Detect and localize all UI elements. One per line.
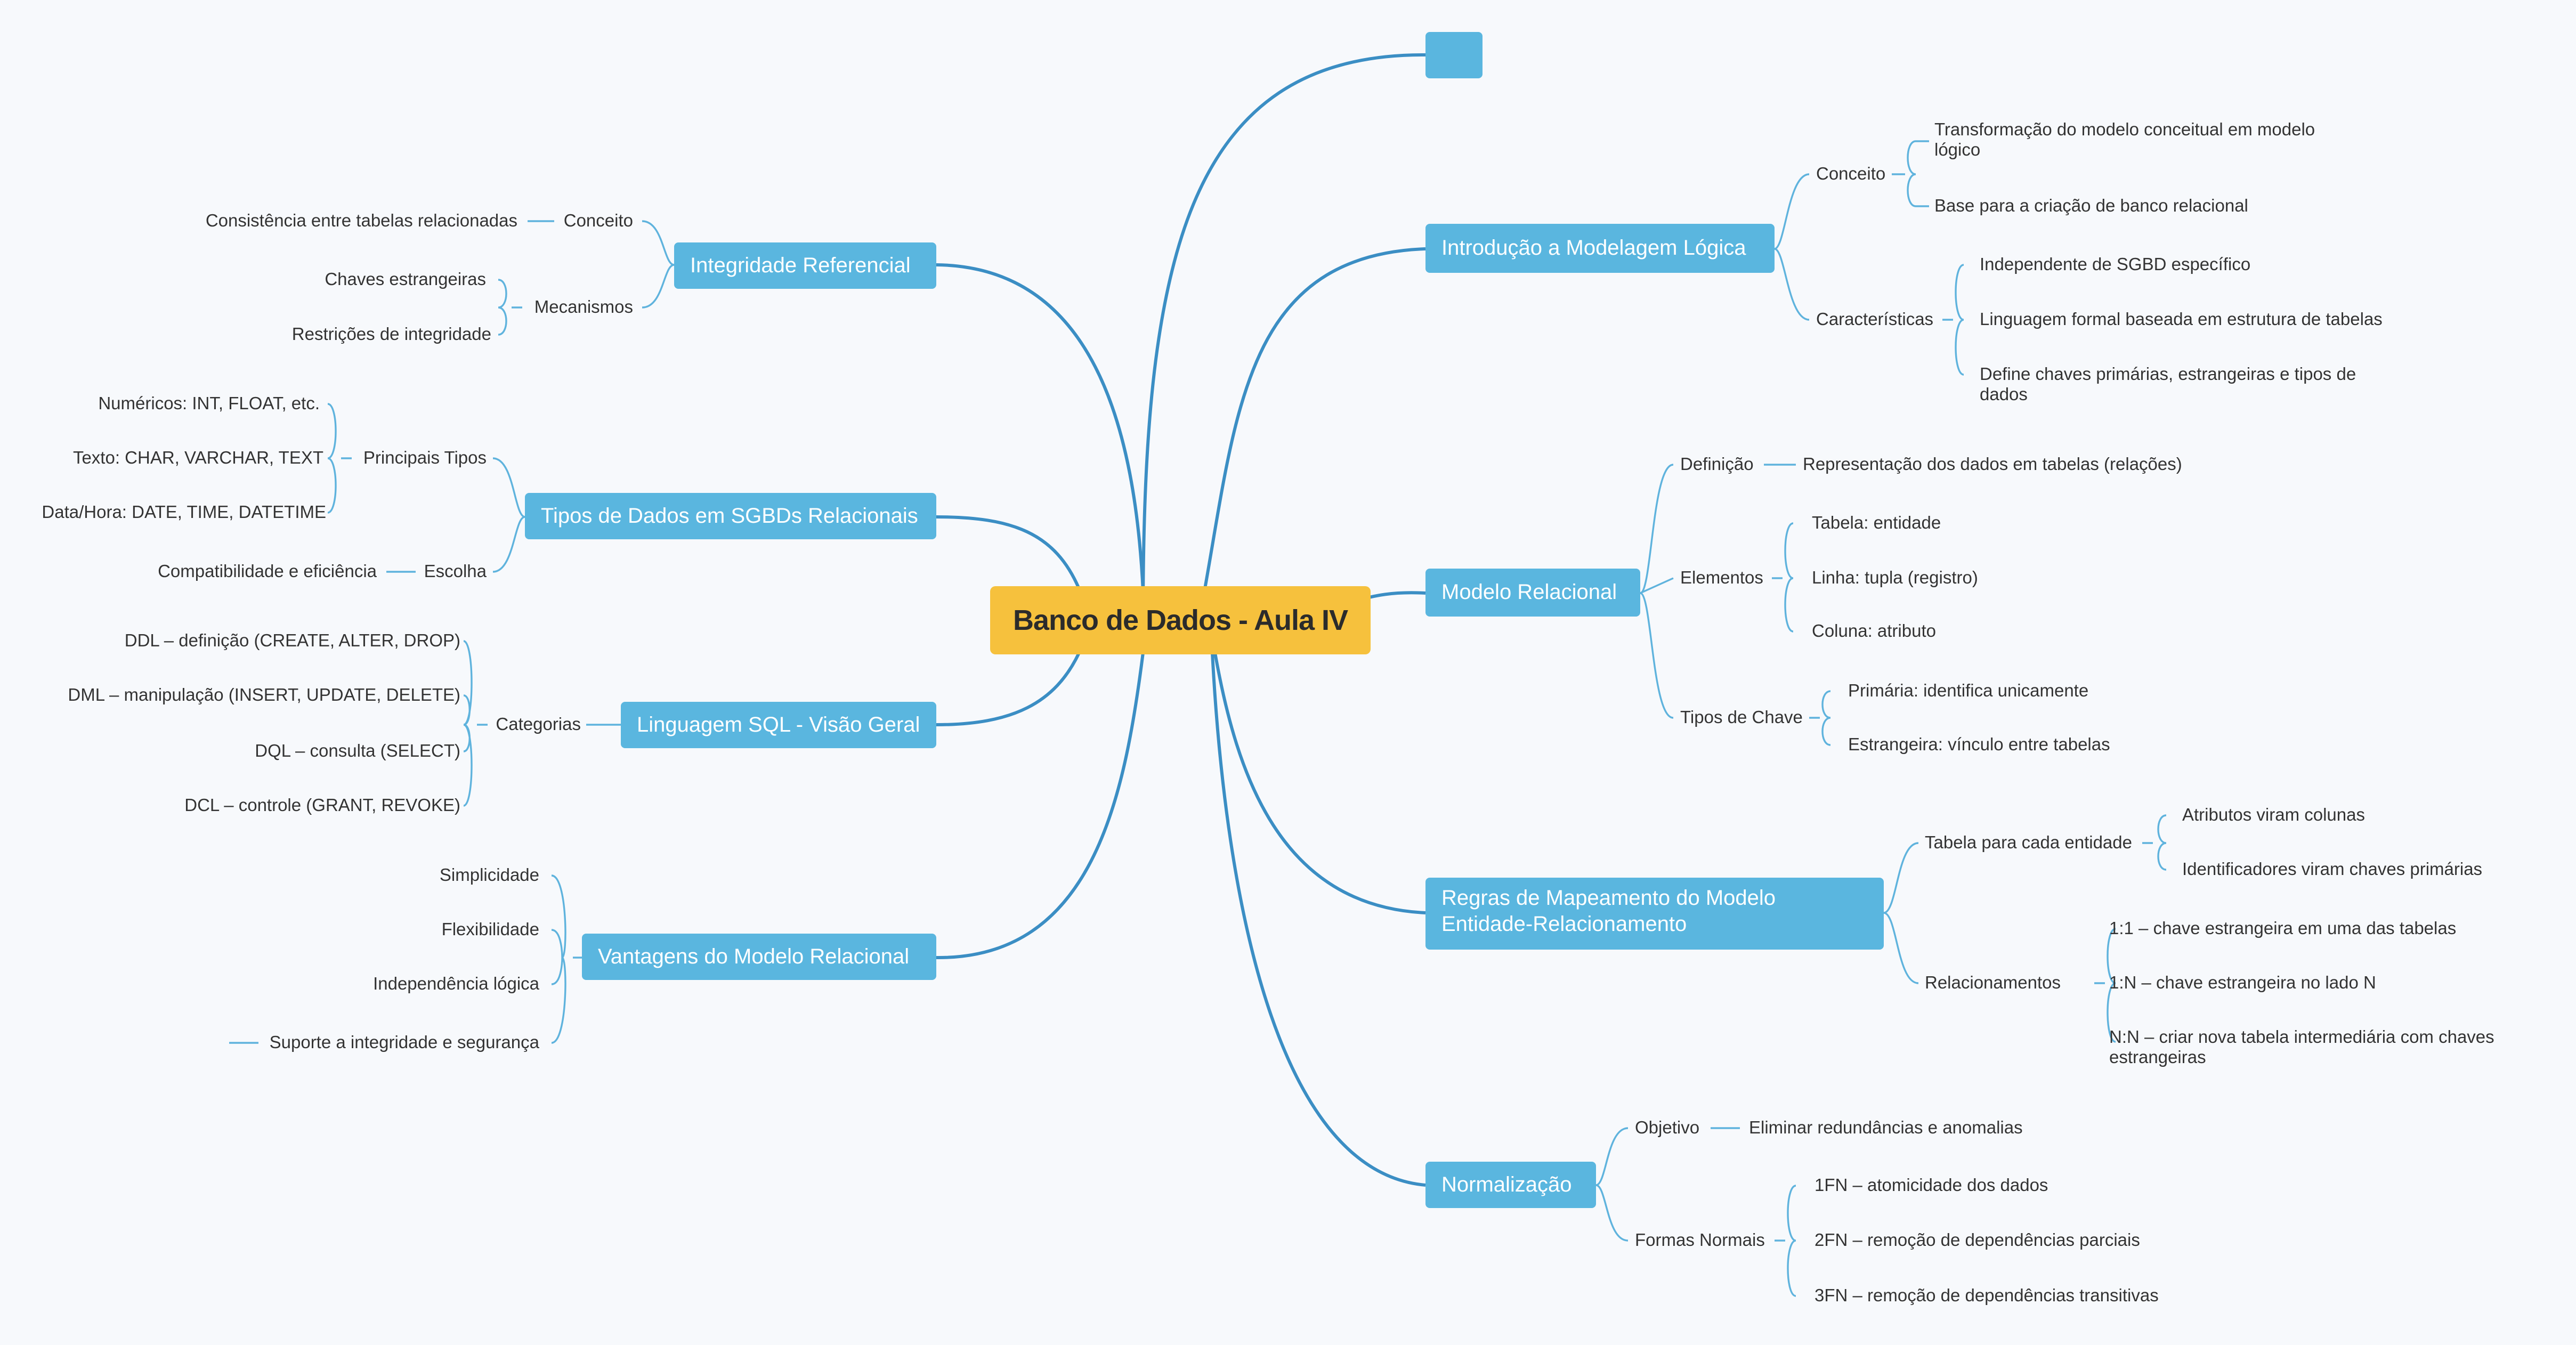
label-vantagem-2[interactable]: Flexibilidade bbox=[441, 919, 539, 939]
label-elementos-item-3[interactable]: Coluna: atributo bbox=[1812, 621, 1936, 641]
label-tipos-chave-item-2[interactable]: Estrangeira: vínculo entre tabelas bbox=[1848, 734, 2110, 754]
topic-tipos-dados[interactable]: Tipos de Dados em SGBDs Relacionais bbox=[525, 493, 936, 539]
topic-modelo-relacional[interactable]: Modelo Relacional bbox=[1425, 569, 1640, 617]
topic-vantagens-modelo[interactable]: Vantagens do Modelo Relacional bbox=[582, 934, 936, 980]
label-relacionamentos-item-3[interactable]: N:N – criar nova tabela intermediária co… bbox=[2109, 1027, 2494, 1067]
label-categorias[interactable]: Categorias bbox=[496, 714, 581, 734]
label-categorias-item-4[interactable]: DCL – controle (GRANT, REVOKE) bbox=[184, 795, 460, 815]
label-relacionamentos-item-2[interactable]: 1:N – chave estrangeira no lado N bbox=[2109, 973, 2376, 992]
label-tipos-chave-item-1[interactable]: Primária: identifica unicamente bbox=[1848, 680, 2089, 700]
label-conceito-item-1[interactable]: Transformação do modelo conceitual em mo… bbox=[1934, 119, 2315, 159]
label-objetivo[interactable]: Objetivo bbox=[1635, 1117, 1700, 1137]
label-categorias-item-1[interactable]: DDL – definição (CREATE, ALTER, DROP) bbox=[124, 630, 460, 650]
label-categorias-item-3[interactable]: DQL – consulta (SELECT) bbox=[255, 741, 460, 760]
label-principais-item-1[interactable]: Numéricos: INT, FLOAT, etc. bbox=[98, 393, 320, 413]
label-caracteristicas[interactable]: Características bbox=[1816, 309, 1934, 329]
label-elementos-item-1[interactable]: Tabela: entidade bbox=[1812, 513, 1941, 532]
label-formas-item-2[interactable]: 2FN – remoção de dependências parciais bbox=[1814, 1230, 2140, 1250]
label-conceito[interactable]: Conceito bbox=[1816, 164, 1886, 183]
label-formas-item-1[interactable]: 1FN – atomicidade dos dados bbox=[1814, 1175, 2048, 1195]
topic-linguagem-sql[interactable]: Linguagem SQL - Visão Geral bbox=[621, 702, 936, 748]
label-tabela-entidade[interactable]: Tabela para cada entidade bbox=[1925, 832, 2132, 852]
label-elementos-item-2[interactable]: Linha: tupla (registro) bbox=[1812, 568, 1978, 587]
label-caracteristicas-item-3[interactable]: Define chaves primárias, estrangeiras e … bbox=[1980, 364, 2356, 404]
label-formas-normais[interactable]: Formas Normais bbox=[1635, 1230, 1765, 1250]
label-tabela-item-2[interactable]: Identificadores viram chaves primárias bbox=[2182, 859, 2483, 879]
topic-intro-modelagem-logica[interactable]: Introdução a Modelagem Lógica bbox=[1425, 224, 1775, 273]
label-formas-item-3[interactable]: 3FN – remoção de dependências transitiva… bbox=[1814, 1285, 2159, 1305]
label-vantagem-3[interactable]: Independência lógica bbox=[373, 974, 539, 993]
label-int-conceito[interactable]: Conceito bbox=[563, 210, 633, 230]
label-principais-item-3[interactable]: Data/Hora: DATE, TIME, DATETIME bbox=[42, 502, 326, 522]
topic-integridade-referencial[interactable]: Integridade Referencial bbox=[674, 242, 936, 289]
label-elementos[interactable]: Elementos bbox=[1680, 568, 1763, 587]
label-relacionamentos-item-1[interactable]: 1:1 – chave estrangeira em uma das tabel… bbox=[2109, 918, 2457, 938]
label-tabela-item-1[interactable]: Atributos viram colunas bbox=[2182, 805, 2365, 824]
label-caracteristicas-item-1[interactable]: Independente de SGBD específico bbox=[1980, 254, 2251, 274]
label-escolha[interactable]: Escolha bbox=[424, 561, 487, 581]
topic-normalizacao[interactable]: Normalização bbox=[1425, 1162, 1596, 1208]
label-caracteristicas-item-2[interactable]: Linguagem formal baseada em estrutura de… bbox=[1980, 309, 2383, 329]
empty-topic[interactable] bbox=[1425, 32, 1483, 78]
label-principais-tipos[interactable]: Principais Tipos bbox=[363, 448, 487, 467]
label-principais-item-2[interactable]: Texto: CHAR, VARCHAR, TEXT bbox=[72, 448, 323, 467]
label-int-mecanismos[interactable]: Mecanismos bbox=[534, 297, 633, 317]
label-escolha-item[interactable]: Compatibilidade e eficiência bbox=[158, 561, 377, 581]
label-objetivo-item[interactable]: Eliminar redundâncias e anomalias bbox=[1749, 1117, 2023, 1137]
topic-regras-mapeamento[interactable]: Regras de Mapeamento do Modelo Entidade-… bbox=[1425, 878, 1884, 950]
label-tipos-chave[interactable]: Tipos de Chave bbox=[1680, 707, 1803, 727]
label-int-conceito-item[interactable]: Consistência entre tabelas relacionadas bbox=[205, 210, 517, 230]
label-definicao-item[interactable]: Representação dos dados em tabelas (rela… bbox=[1803, 454, 2182, 474]
label-relacionamentos[interactable]: Relacionamentos bbox=[1925, 973, 2061, 992]
label-categorias-item-2[interactable]: DML – manipulação (INSERT, UPDATE, DELET… bbox=[68, 685, 460, 704]
central-topic[interactable]: Banco de Dados - Aula IV bbox=[990, 586, 1371, 654]
label-conceito-item-2[interactable]: Base para a criação de banco relacional bbox=[1934, 196, 2248, 215]
label-int-mecanismos-item-1[interactable]: Chaves estrangeiras bbox=[325, 269, 486, 289]
label-vantagem-4[interactable]: Suporte a integridade e segurança bbox=[269, 1032, 539, 1052]
label-vantagem-1[interactable]: Simplicidade bbox=[439, 865, 539, 885]
label-definicao[interactable]: Definição bbox=[1680, 454, 1754, 474]
label-int-mecanismos-item-2[interactable]: Restrições de integridade bbox=[291, 324, 491, 344]
